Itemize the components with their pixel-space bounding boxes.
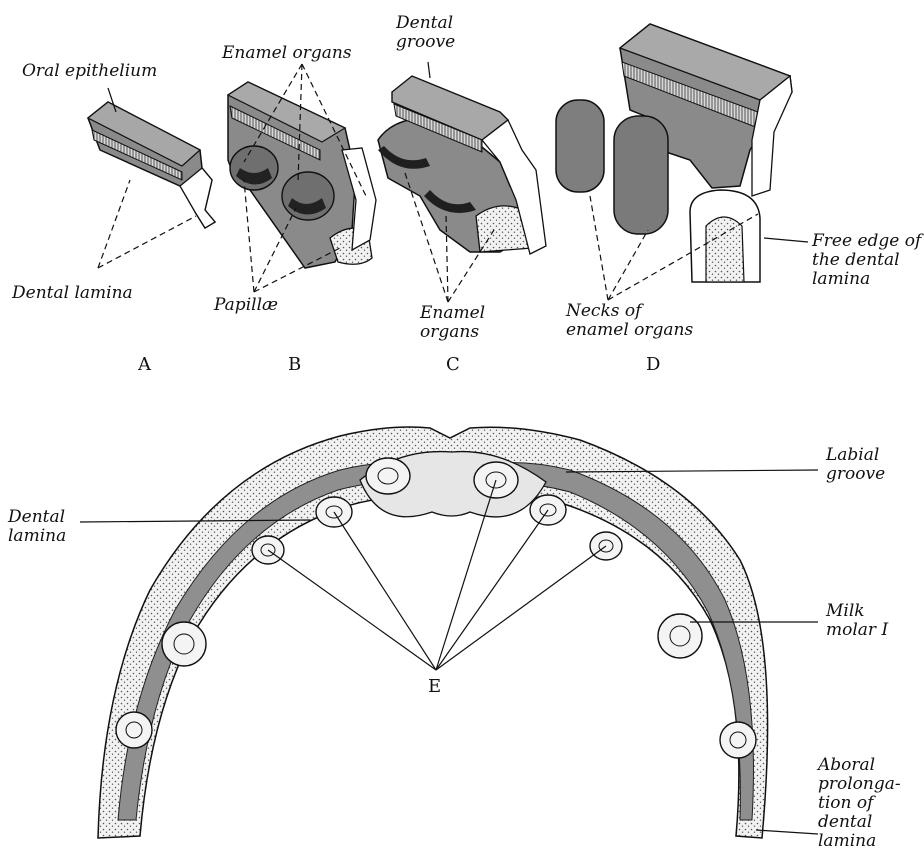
panel-label-e: E — [428, 676, 441, 697]
label-dental-lamina-a: Dental lamina — [12, 284, 133, 303]
panel-c-drawing — [378, 76, 546, 254]
panel-b-drawing — [228, 82, 376, 268]
panel-label-c: C — [446, 354, 460, 375]
label-enamel-organs-bottom: Enamel organs — [420, 304, 485, 342]
label-dental-lamina-e: Dental lamina — [8, 508, 66, 546]
label-aboral-prolongation: Aboral prolonga- tion of dental lamina — [818, 756, 901, 851]
panel-label-d: D — [646, 354, 660, 375]
panel-e-drawing — [98, 427, 768, 838]
label-milk-molar: Milk molar I — [826, 602, 888, 640]
panel-label-a: A — [138, 354, 151, 375]
label-dental-groove: Dental groove — [396, 14, 455, 52]
label-enamel-organs-top: Enamel organs — [222, 44, 352, 63]
label-necks-enamel-organs: Necks of enamel organs — [566, 302, 693, 340]
label-papillae: Papillæ — [214, 296, 278, 315]
panel-d-drawing — [556, 24, 792, 282]
panel-a-drawing — [88, 102, 215, 228]
panel-label-b: B — [288, 354, 301, 375]
label-oral-epithelium: Oral epithelium — [22, 62, 157, 81]
label-labial-groove: Labial groove — [826, 446, 885, 484]
label-free-edge: Free edge of the dental lamina — [812, 232, 921, 289]
